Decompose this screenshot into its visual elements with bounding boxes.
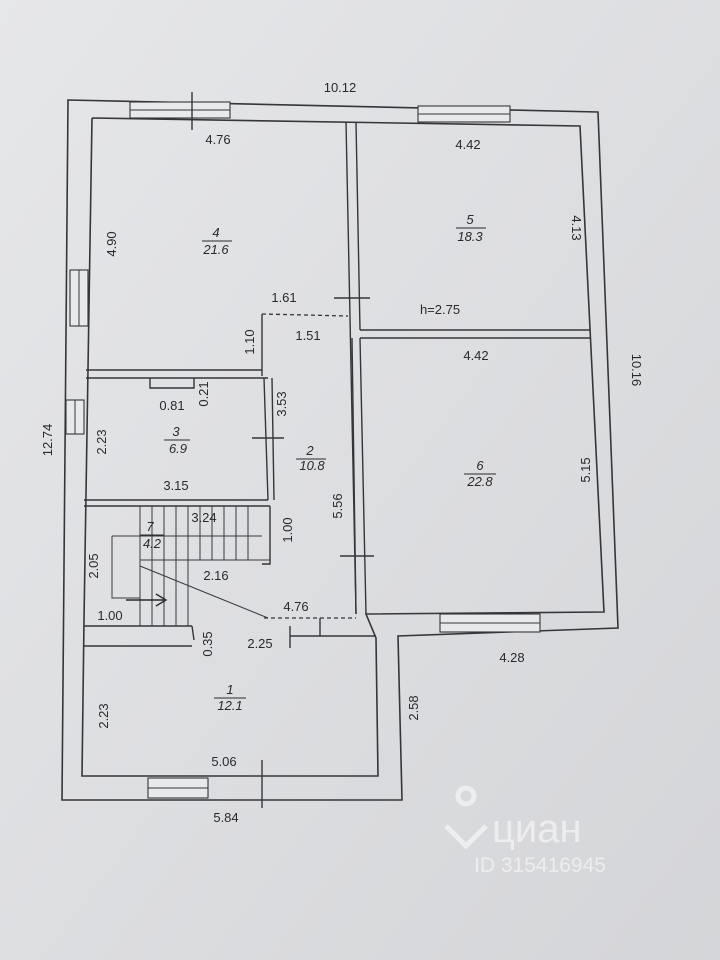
room-1-number: 1 [226,682,233,697]
dim-r1-height: 2.23 [96,703,111,728]
dim-right-height: 10.16 [629,354,644,387]
dim-niche-w: 0.81 [159,398,184,413]
wall-r3-right [263,377,269,501]
dim-r1-width: 5.06 [211,754,236,769]
room-4-label: 4 21.6 [202,225,232,257]
dim-r6-height: 5.15 [578,457,593,482]
stair-steps [112,506,270,626]
watermark-brand: циан [492,807,582,851]
dim-hall-top: 1.61 [271,290,296,305]
room-1-area: 12.1 [217,698,242,713]
partition-ticks [191,92,374,808]
dim-r1-top: 2.25 [247,636,272,651]
niche [149,378,195,389]
dim-stair-run: 2.16 [203,568,228,583]
dim-r7-width: 3.24 [191,510,216,525]
dim-stair-top: 1.00 [280,517,295,542]
room-4-area: 21.6 [202,242,229,257]
outer-wall-outline [61,99,619,801]
dim-r4-height: 4.90 [104,231,119,256]
dim-left-height: 12.74 [40,424,55,457]
dim-hall-step: 1.10 [242,329,257,354]
wall-r1-notch [191,625,195,641]
dim-r3-depth: 3.53 [274,391,289,416]
ceiling-height: h=2.75 [420,302,460,317]
room-1-label: 1 12.1 [214,682,246,713]
room-5-number: 5 [466,212,474,227]
watermark: циан ID 315416945 [444,785,606,877]
windows [65,101,541,799]
room-3-number: 3 [172,424,180,439]
door-r4 [261,313,349,317]
dim-r3-width: 3.15 [163,478,188,493]
room-2-label: 2 10.8 [296,443,326,473]
wall-r4-r5-inner [355,121,361,331]
dim-hall-length: 5.56 [330,493,345,518]
location-pin-icon [444,785,488,850]
room-7-label: 7 4.2 [140,519,164,551]
wall-stair-right [262,506,271,565]
room-5-area: 18.3 [457,229,483,244]
room-dimensions: 4.76 4.90 4.42 4.13 4.42 5.15 1.61 1.51 … [86,132,593,769]
room-4-number: 4 [212,225,219,240]
room-3-area: 6.9 [169,441,187,456]
inner-wall-outline [81,117,605,777]
room-7-number: 7 [146,519,154,534]
room-7-area: 4.2 [143,536,162,551]
room-6-area: 22.8 [466,474,493,489]
wall-r6-left-inner [359,337,367,615]
dim-top-width: 10.12 [324,80,357,95]
dim-r6-width: 4.42 [463,348,488,363]
room-5-label: 5 18.3 [456,212,486,244]
wall-r3-right-inner [271,377,275,501]
dim-gap: 0.35 [200,631,215,656]
watermark-id: ID 315416945 [474,854,606,877]
dim-r4-width: 4.76 [205,132,230,147]
dim-step-height: 2.58 [406,695,421,720]
room-3-label: 3 6.9 [164,424,190,456]
dim-corridor-width: 4.76 [283,599,308,614]
wall-r4-r5 [345,121,351,319]
dim-niche-h: 0.21 [196,381,211,406]
stair-arrow-icon [126,593,168,607]
room-2-area: 10.8 [299,458,325,473]
room-6-number: 6 [476,458,484,473]
dim-r7-height: 2.05 [86,553,101,578]
dim-r5-width: 4.42 [455,137,480,152]
room-2-number: 2 [305,443,314,458]
dim-bottom-left: 5.84 [213,810,238,825]
room-6-label: 6 22.8 [464,458,496,489]
dim-stair-landing: 1.00 [97,608,122,623]
dim-hall-inner: 1.51 [295,328,320,343]
dim-r3-height: 2.23 [94,429,109,454]
wall-hall-right [349,317,357,615]
dim-r5-height: 4.13 [569,215,584,240]
dim-bottom-right: 4.28 [499,650,524,665]
